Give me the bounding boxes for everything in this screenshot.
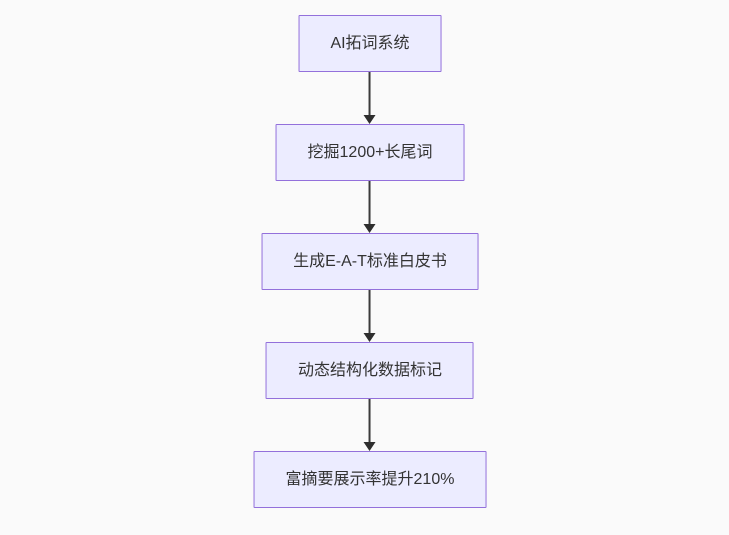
flow-node-label: 动态结构化数据标记 bbox=[297, 361, 442, 379]
arrow-line bbox=[369, 399, 371, 442]
arrow-down-2 bbox=[364, 181, 376, 233]
flowchart: AI拓词系统 挖掘1200+长尾词 生成E-A-T标准白皮书 动态结构化数据标记 bbox=[253, 15, 487, 508]
flow-node-label: 富摘要展示率提升210% bbox=[285, 470, 455, 488]
flow-node-ai-word-system: AI拓词系统 bbox=[298, 15, 442, 72]
flow-node-label: 挖掘1200+长尾词 bbox=[307, 143, 433, 161]
arrow-line bbox=[369, 290, 371, 333]
flow-node-longtail-mining: 挖掘1200+长尾词 bbox=[275, 124, 465, 181]
arrow-line bbox=[369, 181, 371, 224]
flow-node-label: AI拓词系统 bbox=[330, 34, 410, 52]
arrow-down-3 bbox=[364, 290, 376, 342]
arrowhead-down-icon bbox=[364, 224, 376, 233]
arrowhead-down-icon bbox=[364, 442, 376, 451]
flow-node-eat-whitepaper: 生成E-A-T标准白皮书 bbox=[261, 233, 479, 290]
arrow-down-1 bbox=[364, 72, 376, 124]
arrow-line bbox=[369, 72, 371, 115]
arrowhead-down-icon bbox=[364, 333, 376, 342]
flow-node-label: 生成E-A-T标准白皮书 bbox=[293, 252, 447, 270]
arrowhead-down-icon bbox=[364, 115, 376, 124]
flow-node-rich-snippet-result: 富摘要展示率提升210% bbox=[253, 451, 487, 508]
arrow-down-4 bbox=[364, 399, 376, 451]
flow-node-structured-data: 动态结构化数据标记 bbox=[265, 342, 474, 399]
